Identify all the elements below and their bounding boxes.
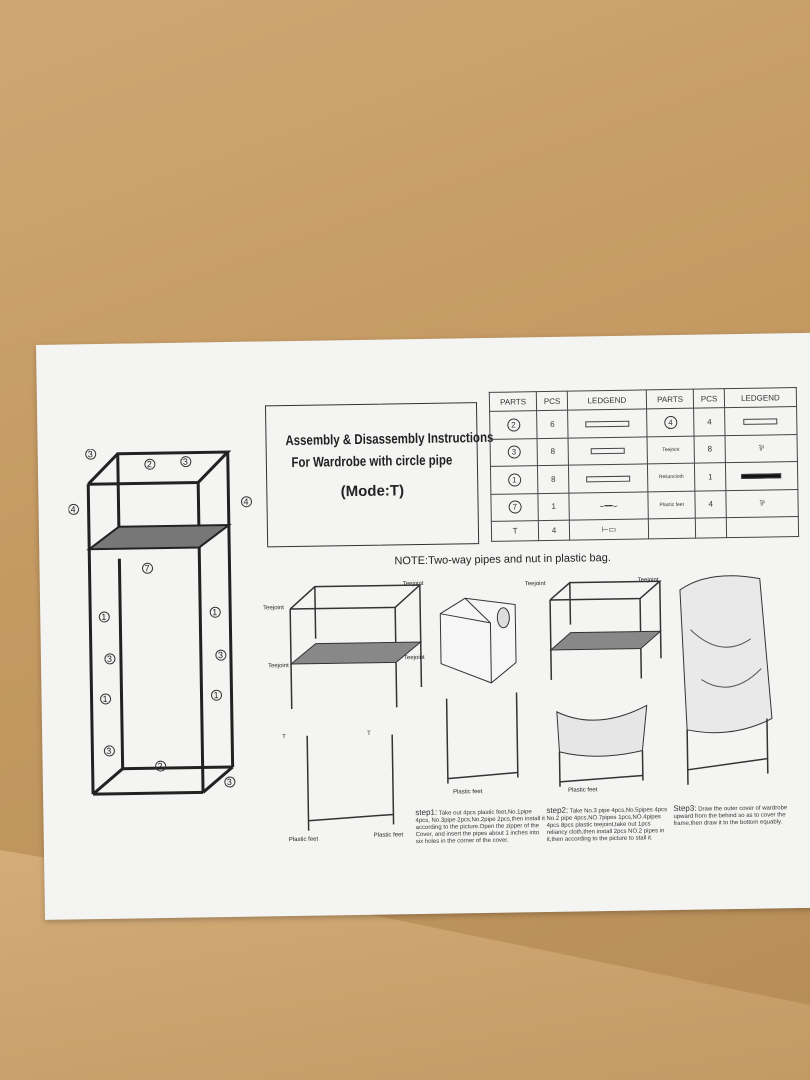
svg-text:3: 3 xyxy=(227,777,232,787)
teejoint-label: Teejoint xyxy=(403,581,424,587)
teejoint-label: Teejoint xyxy=(638,577,659,583)
col-header: LEDGEND xyxy=(567,389,647,411)
cover-diagram xyxy=(439,597,517,684)
step3-label: Step3: xyxy=(673,803,697,814)
teejoint-label: Teejoint xyxy=(263,605,284,611)
pcs-cell: 4 xyxy=(538,520,570,541)
svg-text:1: 1 xyxy=(101,612,106,622)
title-box: Assembly & Disassembly Instructions For … xyxy=(264,402,494,548)
pipe-icon xyxy=(590,448,625,455)
parts-table: PARTS PCS LEDGEND PARTS PCS LEDGEND 2 6 … xyxy=(489,387,799,542)
svg-text:4: 4 xyxy=(71,504,76,514)
svg-text:2: 2 xyxy=(147,459,152,469)
col-header: PCS xyxy=(536,391,568,411)
step2-frame-diagram: Teejoint Teejoint xyxy=(525,577,662,680)
part-number: 4 xyxy=(663,415,678,429)
col-header: PARTS xyxy=(646,389,694,409)
teejoint-icon: ⅌ xyxy=(724,434,798,463)
step2-base-diagram: Plastic feet xyxy=(556,704,648,794)
svg-text:3: 3 xyxy=(218,650,223,660)
part-number: 2 xyxy=(506,418,521,432)
part-name: Plastic feet xyxy=(647,490,696,520)
part-number: 1 xyxy=(507,473,521,487)
teejoint-label: Teejoint xyxy=(525,581,546,587)
pcs-cell: 8 xyxy=(694,435,726,464)
empty-cell xyxy=(726,516,799,538)
part-number: T xyxy=(491,520,539,542)
empty-cell xyxy=(648,518,696,539)
step1-frame-diagram: Teejoint Teejoint Teejoint Teejoint xyxy=(263,581,425,710)
part-name: Reliancloth xyxy=(647,463,696,492)
plastic-feet-label: Plastic feet xyxy=(374,832,404,838)
pcs-cell: 1 xyxy=(538,492,570,521)
svg-text:4: 4 xyxy=(243,497,248,507)
cloth-bar-icon xyxy=(741,473,782,480)
pcs-cell: 4 xyxy=(695,490,727,519)
t-label: T xyxy=(282,734,286,740)
pcs-cell: 1 xyxy=(694,462,726,491)
plastic-feet-label: Plastic feet xyxy=(289,837,319,843)
pcs-cell: 4 xyxy=(693,407,725,436)
shelf-pipe-icon: ⌣━⌣ xyxy=(568,491,649,521)
pcs-cell: 8 xyxy=(537,437,569,466)
plastic-foot-icon: ⅌ xyxy=(725,489,799,518)
mode-label: (Mode:T) xyxy=(340,482,405,501)
step2-label: step2: xyxy=(546,805,569,816)
step3-instructions: Step3: Draw the outer cover of wardrobe … xyxy=(673,803,808,828)
note-text: NOTE:Two-way pipes and nut in plastic ba… xyxy=(394,551,611,568)
part-number: 3 xyxy=(507,445,521,459)
wardrobe-frame-diagram: 3 2 3 4 4 7 1 1 3 3 1 1 3 2 3 xyxy=(68,448,252,796)
plastic-feet-label: Plastic feet xyxy=(453,789,483,795)
col-header: PARTS xyxy=(489,391,537,412)
step1-legs-diagram: T T Plastic feet Plastic feet xyxy=(282,731,404,843)
svg-text:3: 3 xyxy=(183,457,188,467)
instruction-sheet: 3 2 3 4 4 7 1 1 3 3 1 1 3 2 3 Assembly &… xyxy=(36,332,810,920)
step1-label: step1: xyxy=(415,807,438,818)
svg-text:3: 3 xyxy=(88,449,93,459)
title-line-1: Assembly & Disassembly Instructions xyxy=(285,428,494,449)
covered-wardrobe-diagram xyxy=(679,575,773,785)
col-header: PCS xyxy=(693,388,725,409)
step2-instructions: step2: Take No.3 pipe 4pcs,No.5pipes 4pc… xyxy=(546,805,672,844)
step1-instructions: step1: Take out 4pcs plastic feet,No.1pi… xyxy=(415,807,546,846)
svg-text:2: 2 xyxy=(158,761,163,771)
svg-text:3: 3 xyxy=(106,746,111,756)
part-name: Teejoint xyxy=(646,435,695,465)
title-line-2: For Wardrobe with circle pipe xyxy=(291,451,453,471)
col-header: LEDGEND xyxy=(724,387,797,408)
pcs-cell: 6 xyxy=(536,410,568,439)
svg-text:3: 3 xyxy=(107,654,112,664)
empty-cell xyxy=(695,517,727,539)
t-label: T xyxy=(367,731,371,737)
t-connector-icon: ⊢▭ xyxy=(569,519,649,541)
long-pipe-icon xyxy=(585,420,630,428)
part-number: 7 xyxy=(508,500,522,515)
table-row: T 4 ⊢▭ xyxy=(491,516,799,542)
plastic-feet-label: Plastic feet xyxy=(568,787,598,793)
pcs-cell: 8 xyxy=(537,465,569,494)
svg-text:1: 1 xyxy=(213,690,218,700)
teejoint-label: Teejoint xyxy=(404,655,425,661)
svg-text:1: 1 xyxy=(102,694,107,704)
short-pipe-icon xyxy=(743,418,778,425)
svg-text:7: 7 xyxy=(144,563,149,573)
svg-text:1: 1 xyxy=(212,607,217,617)
pipe-icon xyxy=(586,475,631,483)
teejoint-label: Teejoint xyxy=(268,663,289,669)
step1-base-diagram: Plastic feet xyxy=(445,692,519,796)
